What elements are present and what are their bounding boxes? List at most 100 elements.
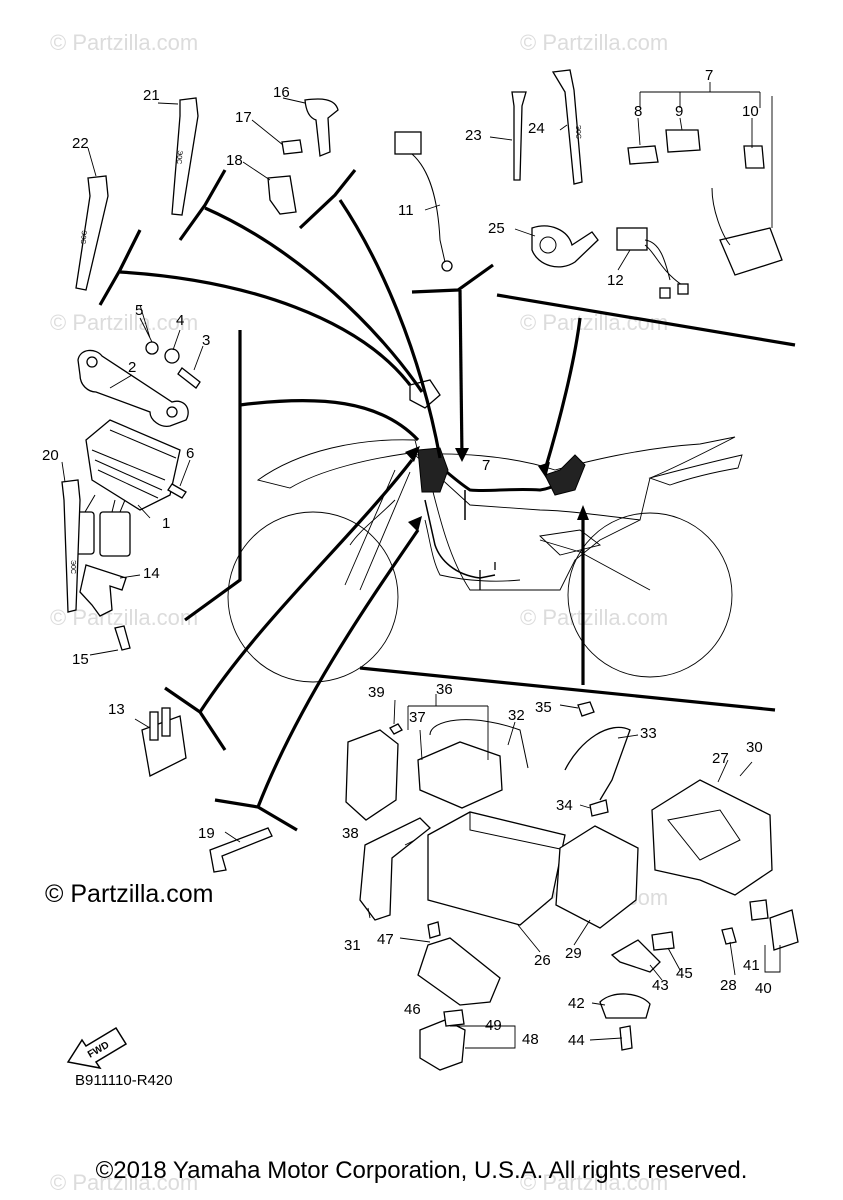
grommet <box>164 348 180 364</box>
callout-29: 29 <box>565 945 582 962</box>
callout-4: 4 <box>176 312 184 329</box>
tie-text: Э0С <box>175 150 183 165</box>
panel-ecu-border <box>496 293 796 347</box>
watermark-layer: © Partzilla.com © Partzilla.com © Partzi… <box>50 30 668 1195</box>
callout-15: 15 <box>72 651 89 668</box>
cable-tie <box>61 479 81 613</box>
ecu-group <box>531 82 783 299</box>
callout-20: 20 <box>42 447 59 464</box>
connector-line <box>543 317 582 471</box>
bracket <box>417 937 501 1006</box>
rectifier-connector <box>99 511 131 557</box>
callout-19: 19 <box>198 825 215 842</box>
panel-battery-border <box>359 666 776 712</box>
rubber <box>651 931 675 951</box>
callout-21: 21 <box>143 87 160 104</box>
side-panel <box>539 529 602 556</box>
callout-25: 25 <box>488 220 505 237</box>
rectifier-bracket <box>77 349 189 427</box>
callout-1: 1 <box>162 515 170 532</box>
callout-18: 18 <box>226 152 243 169</box>
cable-tie <box>551 69 583 185</box>
wire-harness <box>409 379 586 590</box>
panel-tie21-border <box>178 169 227 241</box>
watermark: © Partzilla.com <box>520 1170 668 1195</box>
callout-24: 24 <box>528 120 545 137</box>
relay <box>345 729 399 821</box>
bolt <box>721 927 737 945</box>
callout-13: 13 <box>108 701 125 718</box>
tie-text: Э0С <box>79 230 87 245</box>
bolt <box>167 483 187 499</box>
front-wheel <box>227 511 399 683</box>
panel-band19-border <box>214 798 298 832</box>
lead-terminal <box>441 260 453 272</box>
callout-27: 27 <box>712 750 729 767</box>
bolt <box>577 701 595 717</box>
band-group <box>209 827 273 873</box>
callout-49: 49 <box>485 1017 502 1034</box>
tie-text: Э0С <box>69 560 76 574</box>
callout-26: 26 <box>534 952 551 969</box>
callout-10: 10 <box>742 103 759 120</box>
callout-34: 34 <box>556 797 573 814</box>
panel-bracket16-border <box>298 169 357 230</box>
callout-35: 35 <box>535 699 552 716</box>
cable-tie-group: Э0С Э0С <box>75 97 199 291</box>
bolt <box>389 723 403 735</box>
cable-tie <box>171 97 199 216</box>
callout-12: 12 <box>607 272 624 289</box>
connector-line <box>119 270 412 386</box>
callout-2: 2 <box>128 359 136 376</box>
battery-panel-parts <box>345 694 799 1071</box>
callout-40: 40 <box>755 980 772 997</box>
watermark: © Partzilla.com <box>50 1170 198 1195</box>
harness-connector-cluster <box>544 454 586 496</box>
watermark: © Partzilla.com <box>520 30 668 55</box>
front-fork <box>344 469 411 591</box>
sensor <box>599 993 651 1019</box>
motorcycle-outline <box>227 436 743 683</box>
cable-tie <box>511 91 527 181</box>
connector-line <box>338 199 442 459</box>
callout-46: 46 <box>404 1001 421 1018</box>
callout-14: 14 <box>143 565 160 582</box>
connector <box>616 227 648 251</box>
partzilla-logo: © Partzilla.com <box>45 880 214 908</box>
callout-8: 8 <box>634 103 642 120</box>
fuse <box>443 1009 465 1027</box>
inset-panels <box>98 169 796 832</box>
connector-line <box>458 289 464 459</box>
engine-outline <box>429 479 641 591</box>
callout-6: 6 <box>186 445 194 462</box>
starter-relay <box>417 741 503 809</box>
panel-left-border <box>184 330 242 622</box>
bolt <box>281 139 303 155</box>
relay <box>419 1019 466 1071</box>
callout-42: 42 <box>568 995 585 1012</box>
bolt <box>114 625 131 651</box>
bracket <box>79 564 127 617</box>
copyright-notice: ©2018 Yamaha Motor Corporation, U.S.A. A… <box>95 1157 748 1184</box>
shroud <box>349 499 396 546</box>
callout-3: 3 <box>202 332 210 349</box>
fwd-arrow: FWD <box>66 1026 128 1070</box>
band <box>209 827 273 873</box>
callout-5: 5 <box>135 302 143 319</box>
frame-downtube <box>424 519 521 582</box>
bolt <box>177 367 201 389</box>
lead-group <box>394 131 453 272</box>
watermark: © Partzilla.com <box>50 30 198 55</box>
callout-45: 45 <box>676 965 693 982</box>
tie-text: Э0С <box>574 125 581 139</box>
cable-tie-group: Э0С <box>511 69 583 185</box>
front-fender <box>256 439 419 489</box>
rear-wheel <box>567 512 733 678</box>
callout-37: 37 <box>409 709 426 726</box>
callout-36: 36 <box>436 681 453 698</box>
bracket <box>304 98 339 157</box>
rear-fender <box>648 454 743 486</box>
connector <box>769 909 799 951</box>
callout-47: 47 <box>377 931 394 948</box>
callout-16: 16 <box>273 84 290 101</box>
